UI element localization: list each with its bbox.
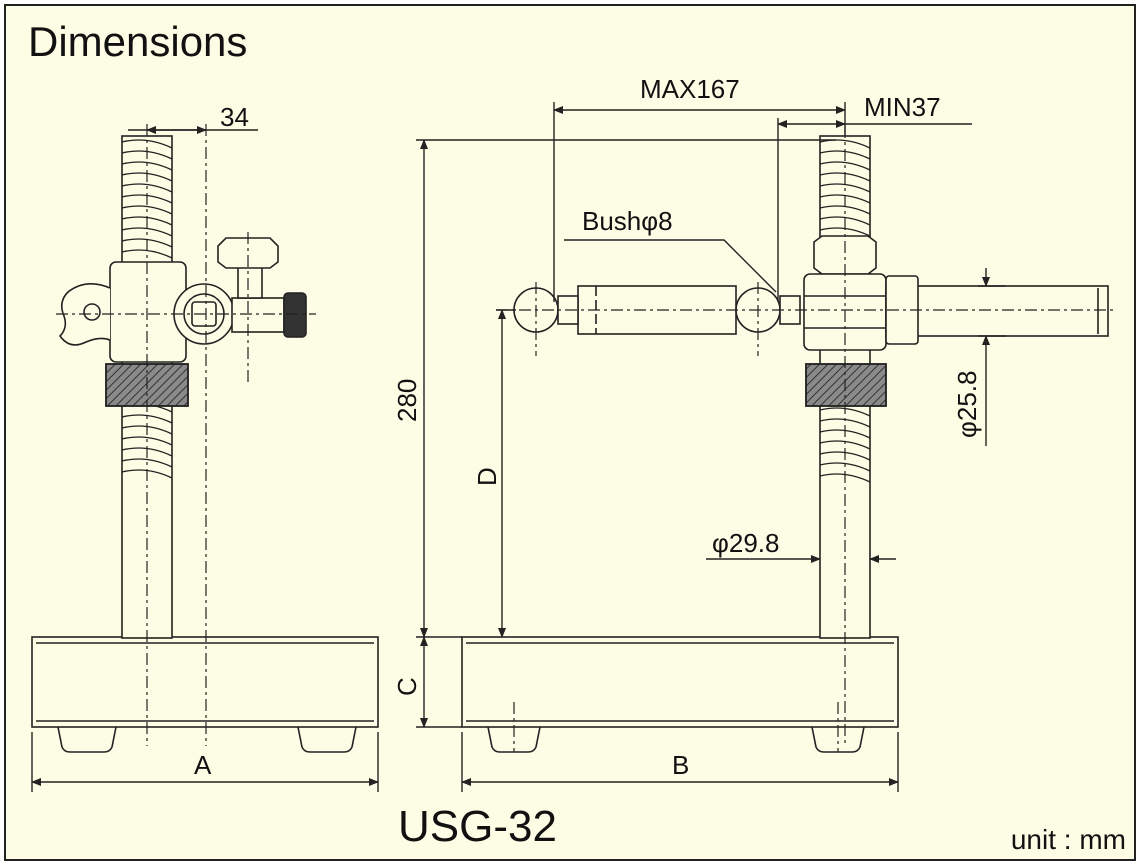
front-view xyxy=(31,124,379,753)
label-d: D xyxy=(472,467,502,486)
dim-max167 xyxy=(553,102,846,302)
diagram-frame: Dimensions xyxy=(4,4,1136,861)
dimension-drawing: 34 A xyxy=(31,74,1116,792)
base-front xyxy=(31,636,379,728)
label-b: B xyxy=(672,750,689,780)
page-title: Dimensions xyxy=(28,18,248,65)
model-label: USG-32 xyxy=(398,802,557,851)
foot-right xyxy=(297,726,357,753)
label-bush: Bushφ8 xyxy=(582,206,673,236)
top-knob-icon xyxy=(217,237,279,269)
knurled-ring-side xyxy=(805,363,887,407)
label-max167: MAX167 xyxy=(640,74,740,104)
label-34: 34 xyxy=(220,102,249,132)
label-280: 280 xyxy=(392,379,422,422)
label-phi-29-8: φ29.8 xyxy=(712,528,779,558)
dim-phi-25-8 xyxy=(978,268,1006,446)
dim-min37 xyxy=(777,118,972,302)
unit-label: unit : mm xyxy=(1010,824,1126,855)
label-a: A xyxy=(194,750,212,780)
label-c: C xyxy=(392,677,422,696)
cross-rod xyxy=(885,285,1109,337)
label-phi-25-8: φ25.8 xyxy=(952,371,982,438)
base-side xyxy=(461,636,899,728)
dim-a xyxy=(31,732,379,792)
top-nut-side xyxy=(813,235,877,275)
dim-b xyxy=(461,732,899,792)
dim-d xyxy=(496,309,516,638)
side-view xyxy=(461,126,1116,753)
bush-leader xyxy=(564,239,777,293)
lock-knob-dark xyxy=(283,292,307,338)
foot-left xyxy=(57,726,117,753)
label-min37: MIN37 xyxy=(864,92,941,122)
dim-c xyxy=(416,636,462,728)
